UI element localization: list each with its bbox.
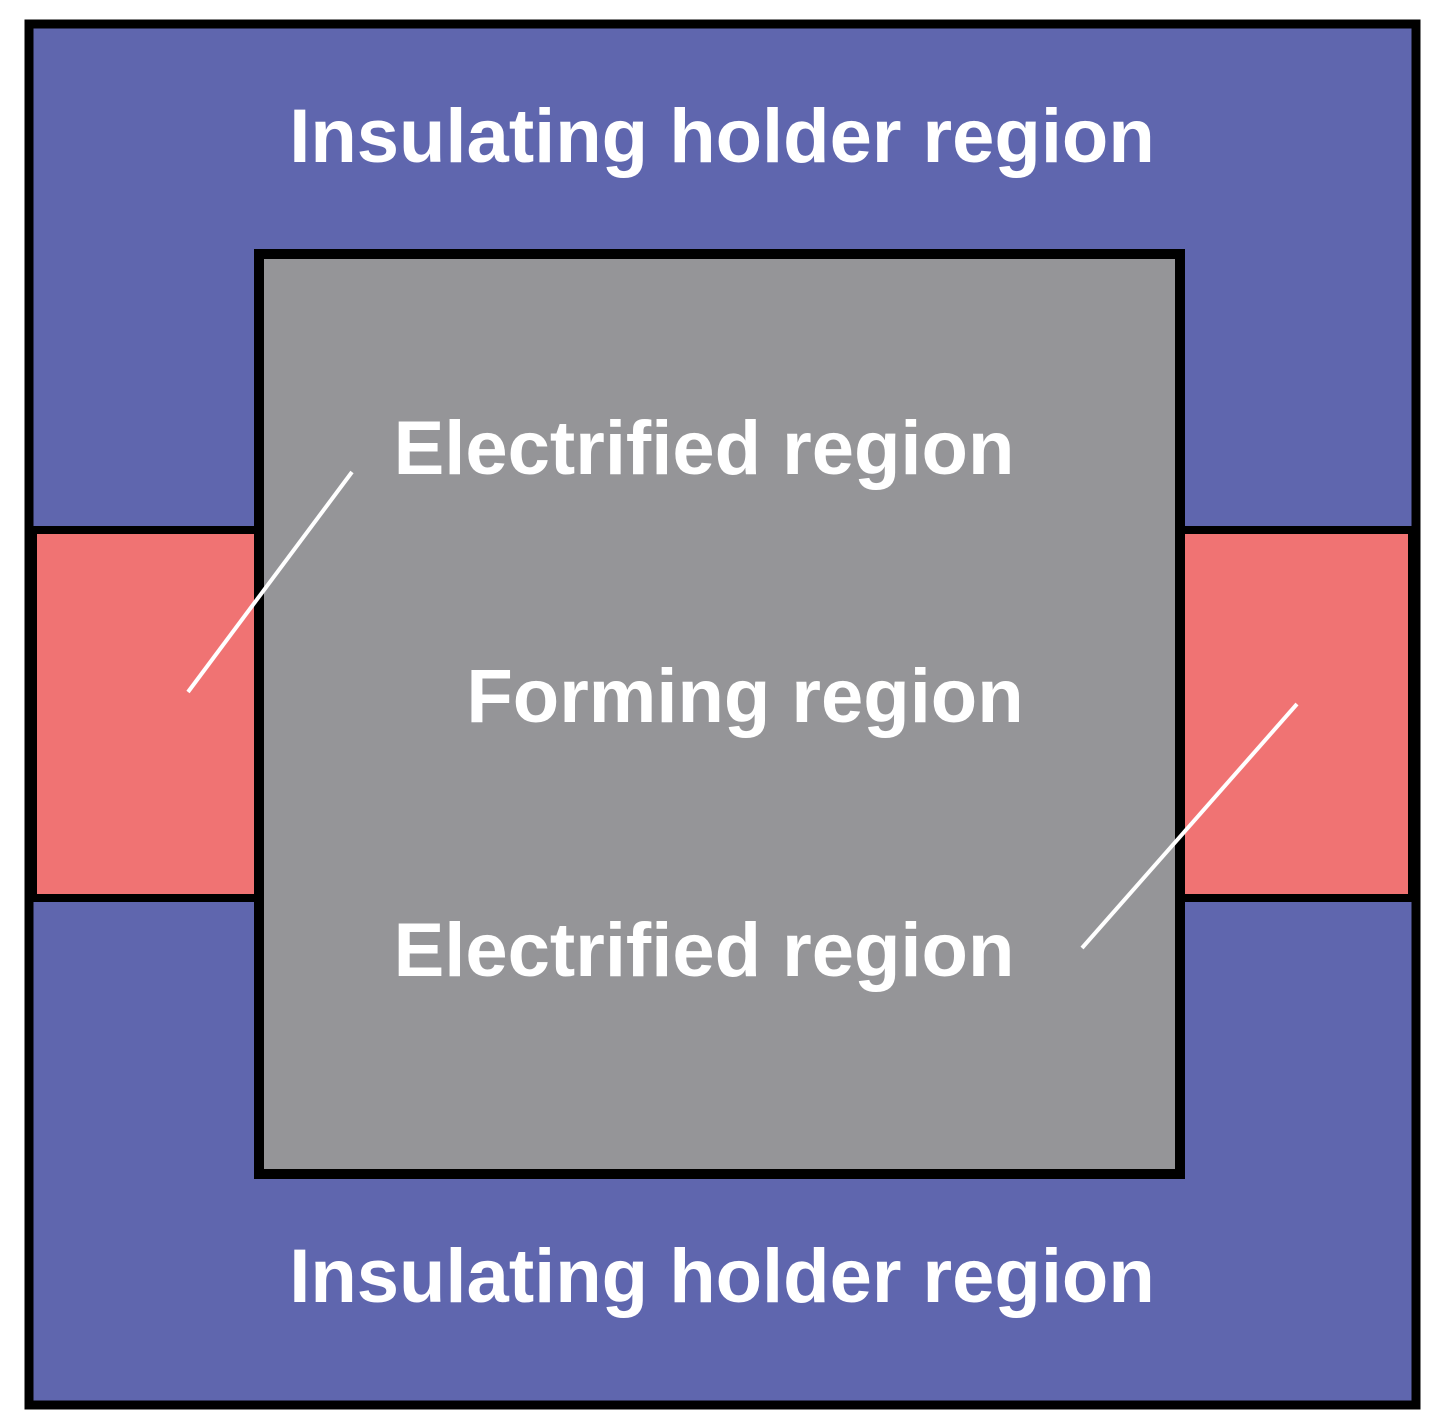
electrified-region-label-top: Electrified region [394, 406, 1015, 491]
leader-line-electrified-left [186, 470, 354, 694]
forming-region [254, 249, 1185, 1179]
leader-line-electrified-right [1080, 702, 1299, 950]
electrified-region-left [29, 526, 265, 902]
insulating-holder-label-bottom: Insulating holder region [289, 1234, 1155, 1319]
forming-region-label: Forming region [466, 654, 1023, 739]
electrified-region-right [1176, 526, 1416, 902]
insulating-holder-label-top: Insulating holder region [289, 94, 1155, 179]
electrified-region-label-bottom: Electrified region [394, 908, 1015, 993]
